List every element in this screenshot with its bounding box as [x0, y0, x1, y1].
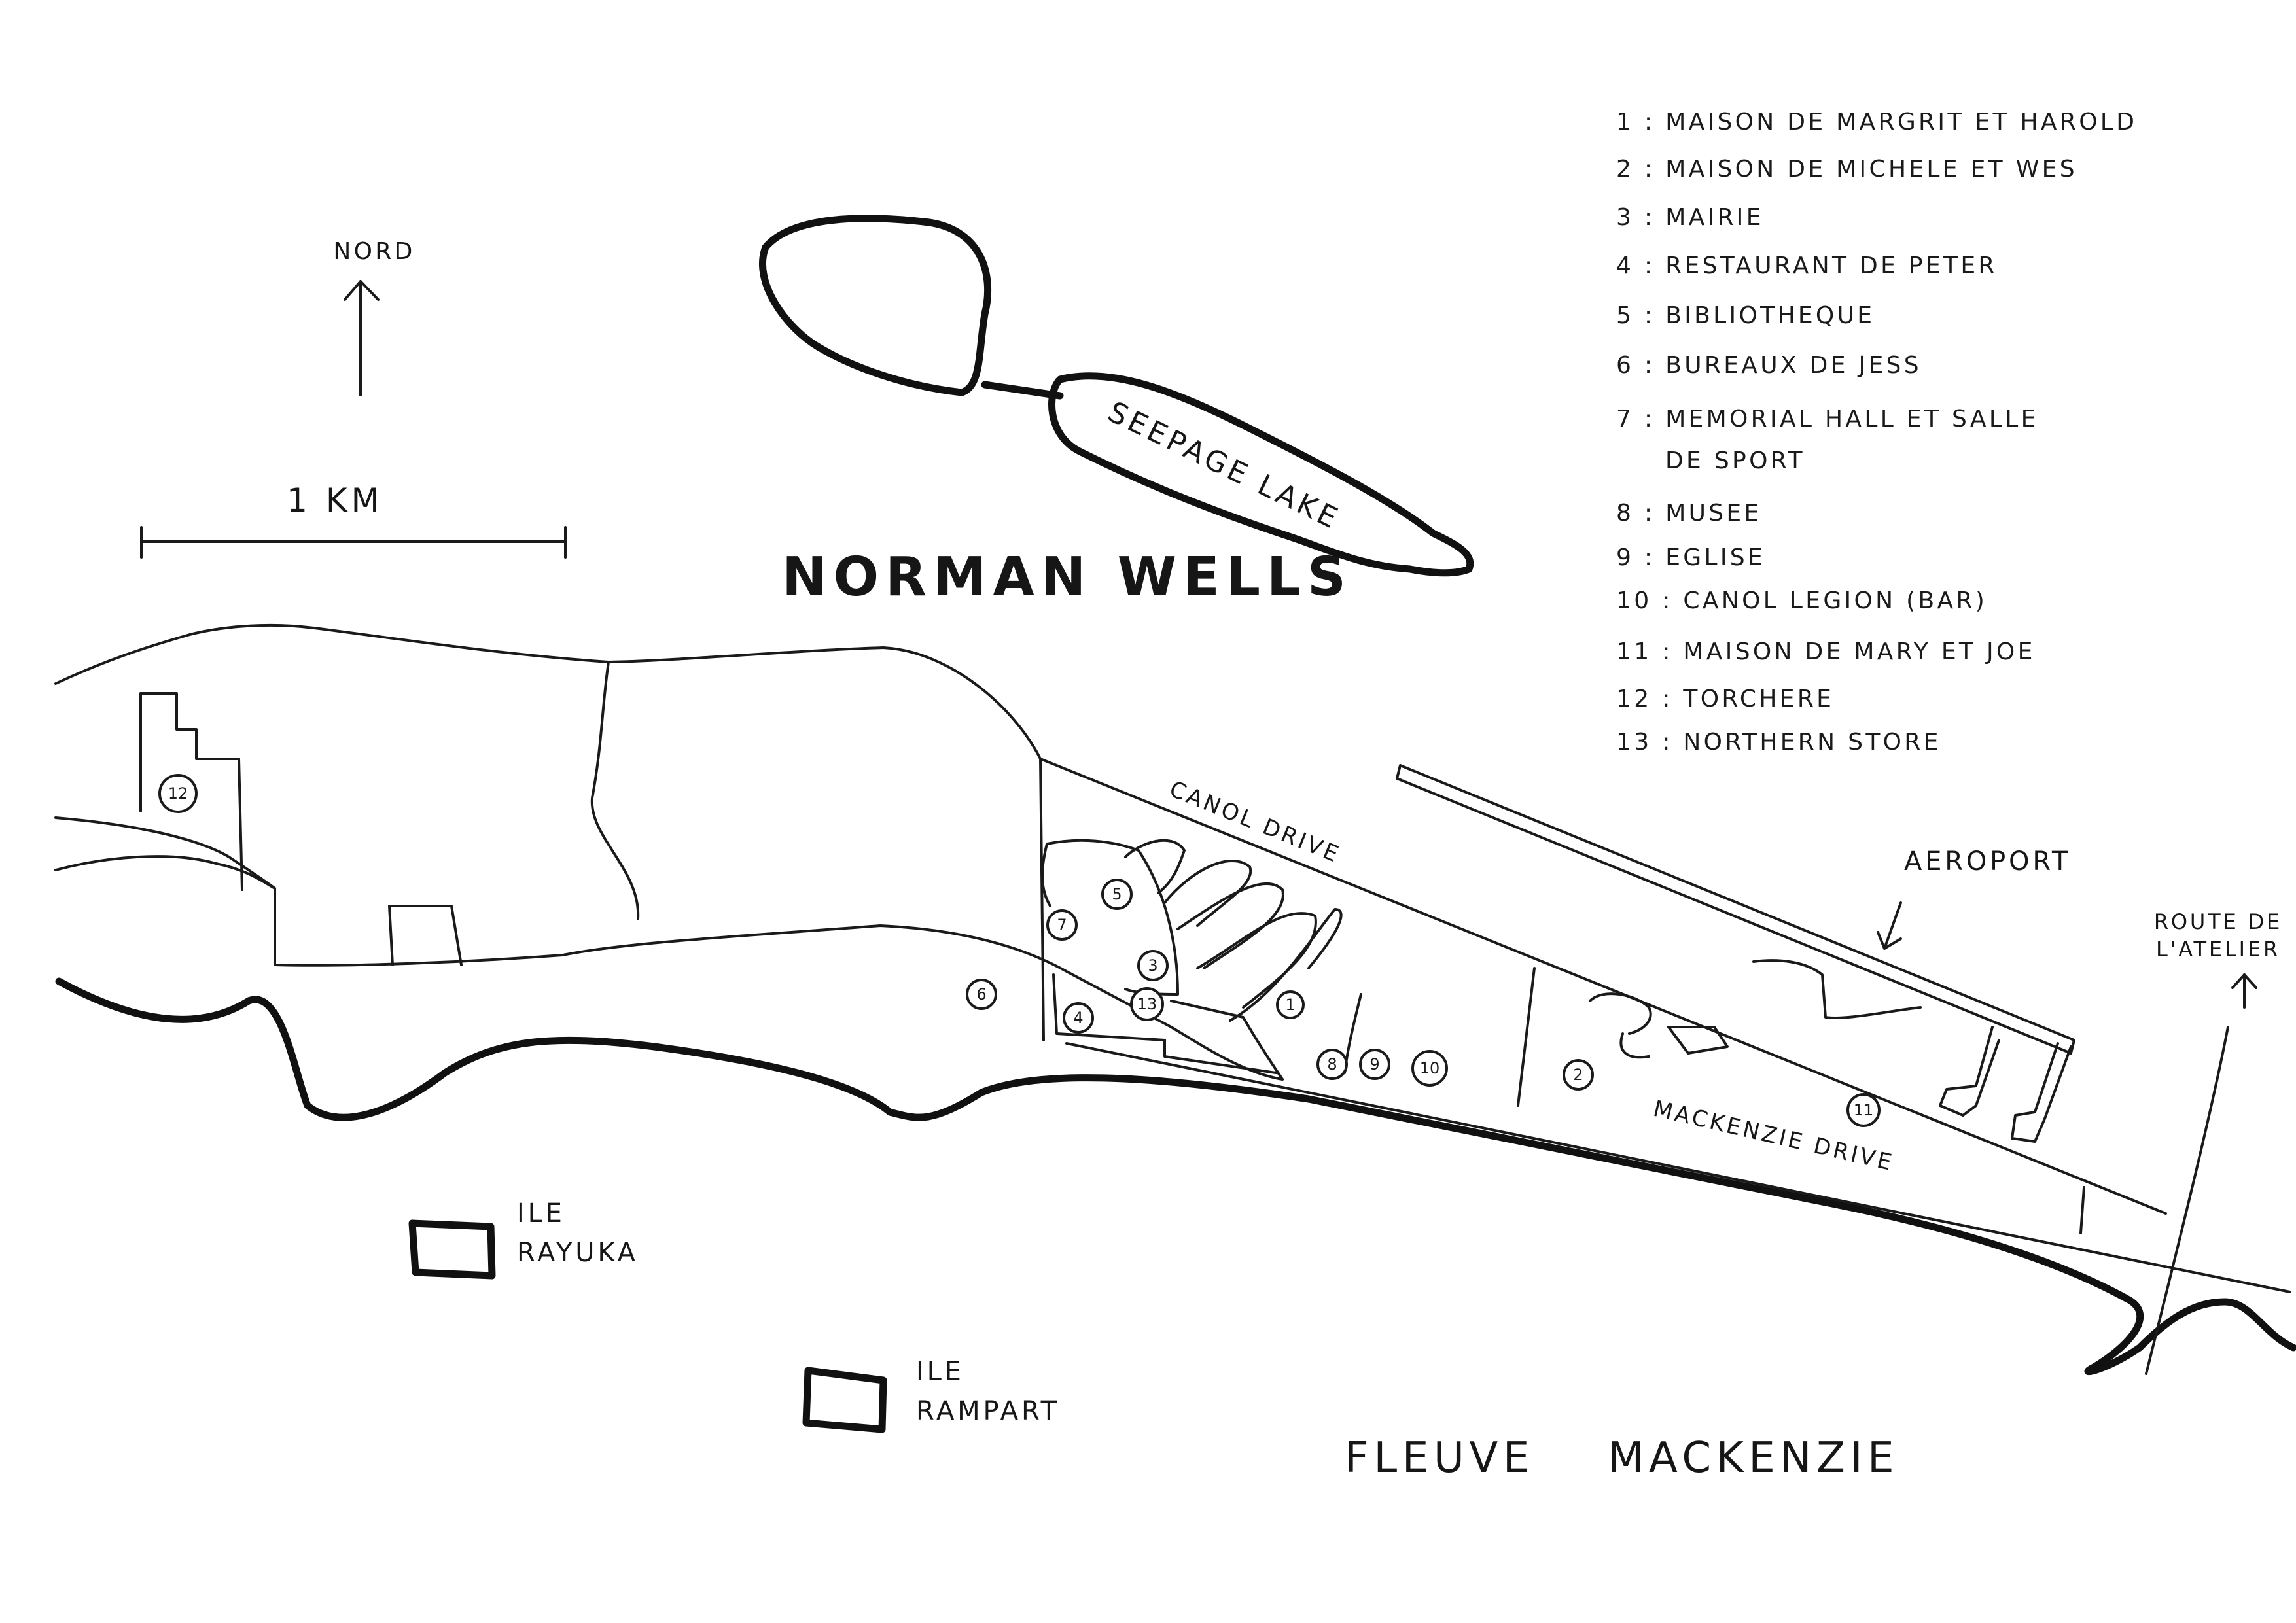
legend-item-4: 4 : RESTAURANT DE PETER — [1616, 253, 1998, 279]
town-outline — [54, 623, 2291, 1293]
airport-runway — [1396, 764, 2075, 1055]
svg-text:11: 11 — [1854, 1101, 1874, 1119]
north-boundary — [54, 623, 1042, 760]
north-arrow-head — [344, 280, 380, 301]
river-shoreline — [55, 977, 2296, 1376]
building-outline — [388, 905, 463, 966]
marker-13[interactable]: 13 — [1130, 987, 1164, 1021]
svg-text:3: 3 — [1148, 956, 1157, 975]
legend-item-7-cont: DE SPORT — [1665, 447, 1805, 474]
legend: 1 : MAISON DE MARGRIT ET HAROLD 2 : MAIS… — [1616, 109, 2137, 756]
svg-text:4: 4 — [1073, 1009, 1083, 1027]
marker-2[interactable]: 2 — [1563, 1059, 1594, 1091]
marker-9[interactable]: 9 — [1359, 1049, 1390, 1080]
marker-4[interactable]: 4 — [1063, 1002, 1094, 1034]
svg-text:6: 6 — [976, 985, 986, 1003]
legend-item-7: 7 : MEMORIAL HALL ET SALLE — [1616, 406, 2039, 432]
torch-boundary — [54, 855, 276, 890]
seepage-lake: SEEPAGE LAKE — [759, 215, 1474, 577]
route-label-line2: L'ATELIER — [2156, 937, 2280, 962]
west-division — [590, 661, 640, 920]
route-atelier-road — [2145, 1026, 2229, 1375]
river-bank — [55, 977, 2296, 1376]
marker-5[interactable]: 5 — [1101, 879, 1133, 910]
marker-8[interactable]: 8 — [1316, 1049, 1348, 1080]
marker-12[interactable]: 12 — [158, 774, 198, 813]
svg-text:5: 5 — [1112, 885, 1122, 903]
island-rayuka-line2: RAYUKA — [517, 1238, 639, 1268]
scale-bar: 1 KM — [140, 481, 567, 559]
airport-label: AEROPORT — [1904, 846, 2071, 877]
legend-item-3: 3 : MAIRIE — [1616, 204, 1764, 231]
legend-item-12: 12 : TORCHERE — [1616, 686, 1834, 712]
south-boundary — [54, 816, 1284, 1081]
legend-item-8: 8 : MUSEE — [1616, 500, 1762, 527]
island-rayuka-line1: ILE — [517, 1198, 565, 1229]
location-markers: 1 2 3 4 5 6 7 8 9 10 11 12 13 — [158, 774, 1881, 1127]
seepage-lake-shape — [1048, 372, 1474, 577]
airport-pointer — [1883, 901, 1902, 950]
marker-7[interactable]: 7 — [1046, 909, 1078, 941]
legend-item-2: 2 : MAISON DE MICHELE ET WES — [1616, 156, 2077, 183]
island-rampart-line2: RAMPART — [916, 1396, 1060, 1426]
canol-drive — [1039, 758, 2167, 1215]
river-label: FLEUVE MACKENZIE — [1345, 1434, 1899, 1482]
canol-drive-label: CANOL DRIVE — [1166, 776, 1345, 868]
route-label-line1: ROUTE DE — [2154, 909, 2282, 934]
legend-item-9: 9 : EGLISE — [1616, 544, 1765, 571]
island-rampart: ILE RAMPART — [802, 1357, 1060, 1433]
legend-item-6: 6 : BUREAUX DE JESS — [1616, 352, 1922, 379]
marker-11[interactable]: 11 — [1846, 1093, 1881, 1127]
island-rayuka-shape — [408, 1219, 496, 1280]
upper-lake-shape — [759, 215, 992, 396]
svg-text:12: 12 — [168, 784, 188, 803]
svg-text:1: 1 — [1285, 996, 1295, 1014]
svg-text:2: 2 — [1573, 1066, 1583, 1084]
marker-3[interactable]: 3 — [1137, 950, 1169, 981]
svg-text:8: 8 — [1327, 1055, 1337, 1073]
marker-1[interactable]: 1 — [1276, 990, 1305, 1019]
svg-text:7: 7 — [1057, 916, 1067, 934]
svg-text:10: 10 — [1420, 1059, 1440, 1077]
legend-item-10: 10 : CANOL LEGION (BAR) — [1616, 587, 1987, 614]
town-name: NORMAN WELLS — [782, 546, 1352, 608]
scale-label: 1 KM — [287, 481, 383, 519]
legend-item-5: 5 : BIBLIOTHEQUE — [1616, 302, 1875, 329]
legend-item-11: 11 : MAISON DE MARY ET JOE — [1616, 638, 2036, 665]
north-arrow: NORD — [333, 238, 415, 396]
mackenzie-drive — [1065, 1042, 2291, 1293]
north-label: NORD — [333, 238, 415, 265]
island-rampart-line1: ILE — [916, 1357, 964, 1387]
legend-item-1: 1 : MAISON DE MARGRIT ET HAROLD — [1616, 109, 2137, 135]
marker-10[interactable]: 10 — [1411, 1050, 1448, 1087]
legend-item-13: 13 : NORTHERN STORE — [1616, 729, 1941, 756]
airport-apron — [1752, 959, 1922, 1019]
island-rayuka: ILE RAYUKA — [408, 1198, 639, 1280]
svg-text:9: 9 — [1369, 1055, 1379, 1073]
airport: AEROPORT — [1396, 764, 2075, 1143]
svg-text:13: 13 — [1137, 995, 1157, 1013]
island-rampart-shape — [802, 1367, 887, 1433]
lake-channel — [981, 381, 1064, 400]
marker-6[interactable]: 6 — [966, 979, 997, 1010]
torch-area-outline — [139, 692, 243, 891]
route-atelier: ROUTE DE L'ATELIER — [2145, 909, 2282, 1375]
